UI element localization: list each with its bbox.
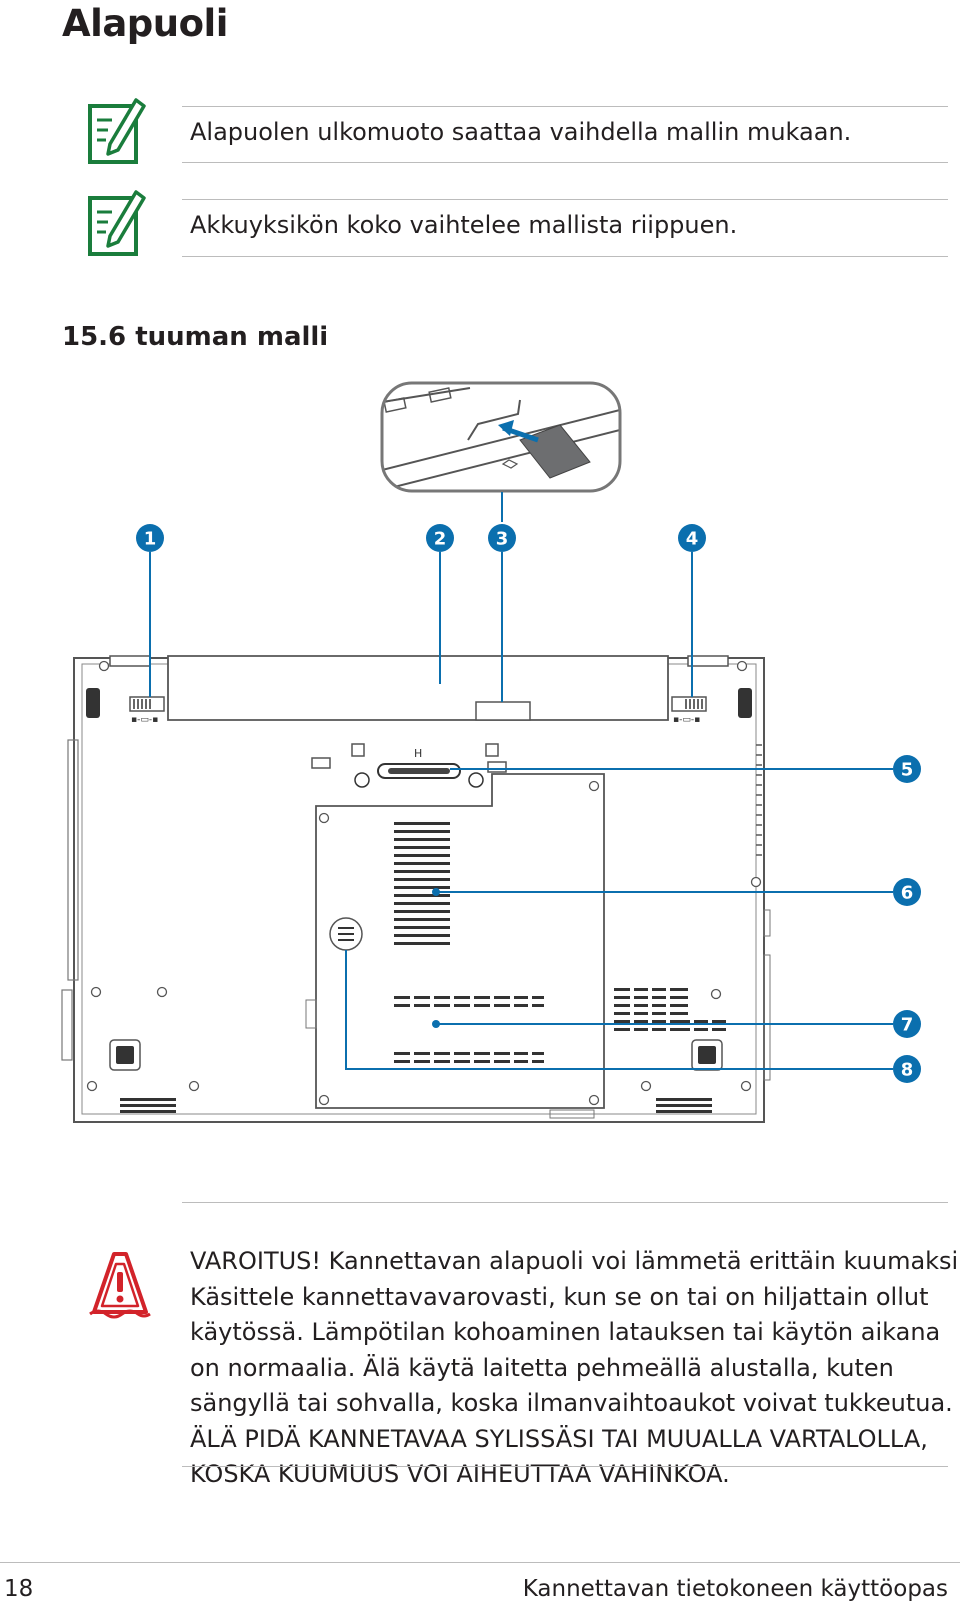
note-pencil-icon <box>88 190 146 256</box>
callout-8: 8 <box>893 1055 921 1083</box>
note-text: Akkuyksikön koko vaihtelee mallista riip… <box>190 211 738 239</box>
divider <box>182 162 948 163</box>
divider <box>182 106 948 107</box>
warning-line: sängyllä tai sohvalla, koska ilmanvaihto… <box>190 1389 953 1417</box>
footer-title: Kannettavan tietokoneen käyttöopas <box>522 1576 948 1602</box>
model-heading: 15.6 tuuman malli <box>62 322 329 352</box>
warning-line: KOSKA KUUMUUS VOI AIHEUTTAA VAHINKOA. <box>190 1460 730 1488</box>
divider <box>182 1466 948 1467</box>
note-pencil-icon <box>88 98 146 164</box>
callout-6-label: 6 <box>901 883 914 904</box>
callout-3-label: 3 <box>496 529 509 550</box>
divider <box>182 1202 948 1203</box>
callout-4-label: 4 <box>686 529 699 550</box>
card-slot-zoom-inset <box>380 381 622 493</box>
divider <box>182 199 948 200</box>
callout-3: 3 <box>488 524 516 552</box>
warning-line: on normaalia. Älä käytä laitetta pehmeäl… <box>190 1353 894 1382</box>
callout-4: 4 <box>678 524 706 552</box>
callout-1-label: 1 <box>144 529 157 550</box>
divider <box>182 256 948 257</box>
callout-lines <box>149 492 893 1070</box>
warning-line: käytössä. Lämpötilan kohoaminen lataukse… <box>190 1318 941 1346</box>
callout-6: 6 <box>893 878 921 906</box>
svg-text:H: H <box>414 747 422 760</box>
svg-text:▪-▭-▪: ▪-▭-▪ <box>673 715 700 725</box>
laptop-body: ▪-▭-▪ ▪-▭-▪ H <box>61 655 771 1123</box>
callout-7: 7 <box>893 1010 921 1038</box>
page-title: Alapuoli <box>62 2 228 45</box>
note-text: Alapuolen ulkomuoto saattaa vaihdella ma… <box>190 118 852 146</box>
page-number: 18 <box>4 1576 34 1602</box>
warning-hot-surface-icon <box>89 1252 151 1319</box>
warning-text: VAROITUS! Kannettavan alapuoli voi lämme… <box>190 1244 960 1493</box>
footer-divider <box>0 1562 960 1563</box>
svg-text:▪-▭-▪: ▪-▭-▪ <box>131 715 158 725</box>
warning-line: VAROITUS! Kannettavan alapuoli voi lämme… <box>190 1247 960 1275</box>
callout-1: 1 <box>136 524 164 552</box>
callout-5-label: 5 <box>901 760 914 781</box>
warning-line: Käsittele kannettavavarovasti, kun se on… <box>190 1282 929 1311</box>
callout-5: 5 <box>893 755 921 783</box>
laptop-bottom-diagram: ▪-▭-▪ ▪-▭-▪ H <box>61 381 921 1123</box>
callout-8-label: 8 <box>901 1060 914 1081</box>
ram-vent-grille <box>394 822 450 945</box>
callout-7-label: 7 <box>901 1015 914 1036</box>
callout-2: 2 <box>426 524 454 552</box>
warning-line: ÄLÄ PIDÄ KANNETAVAA SYLISSÄSI TAI MUUALL… <box>190 1424 928 1453</box>
callout-2-label: 2 <box>434 529 447 550</box>
